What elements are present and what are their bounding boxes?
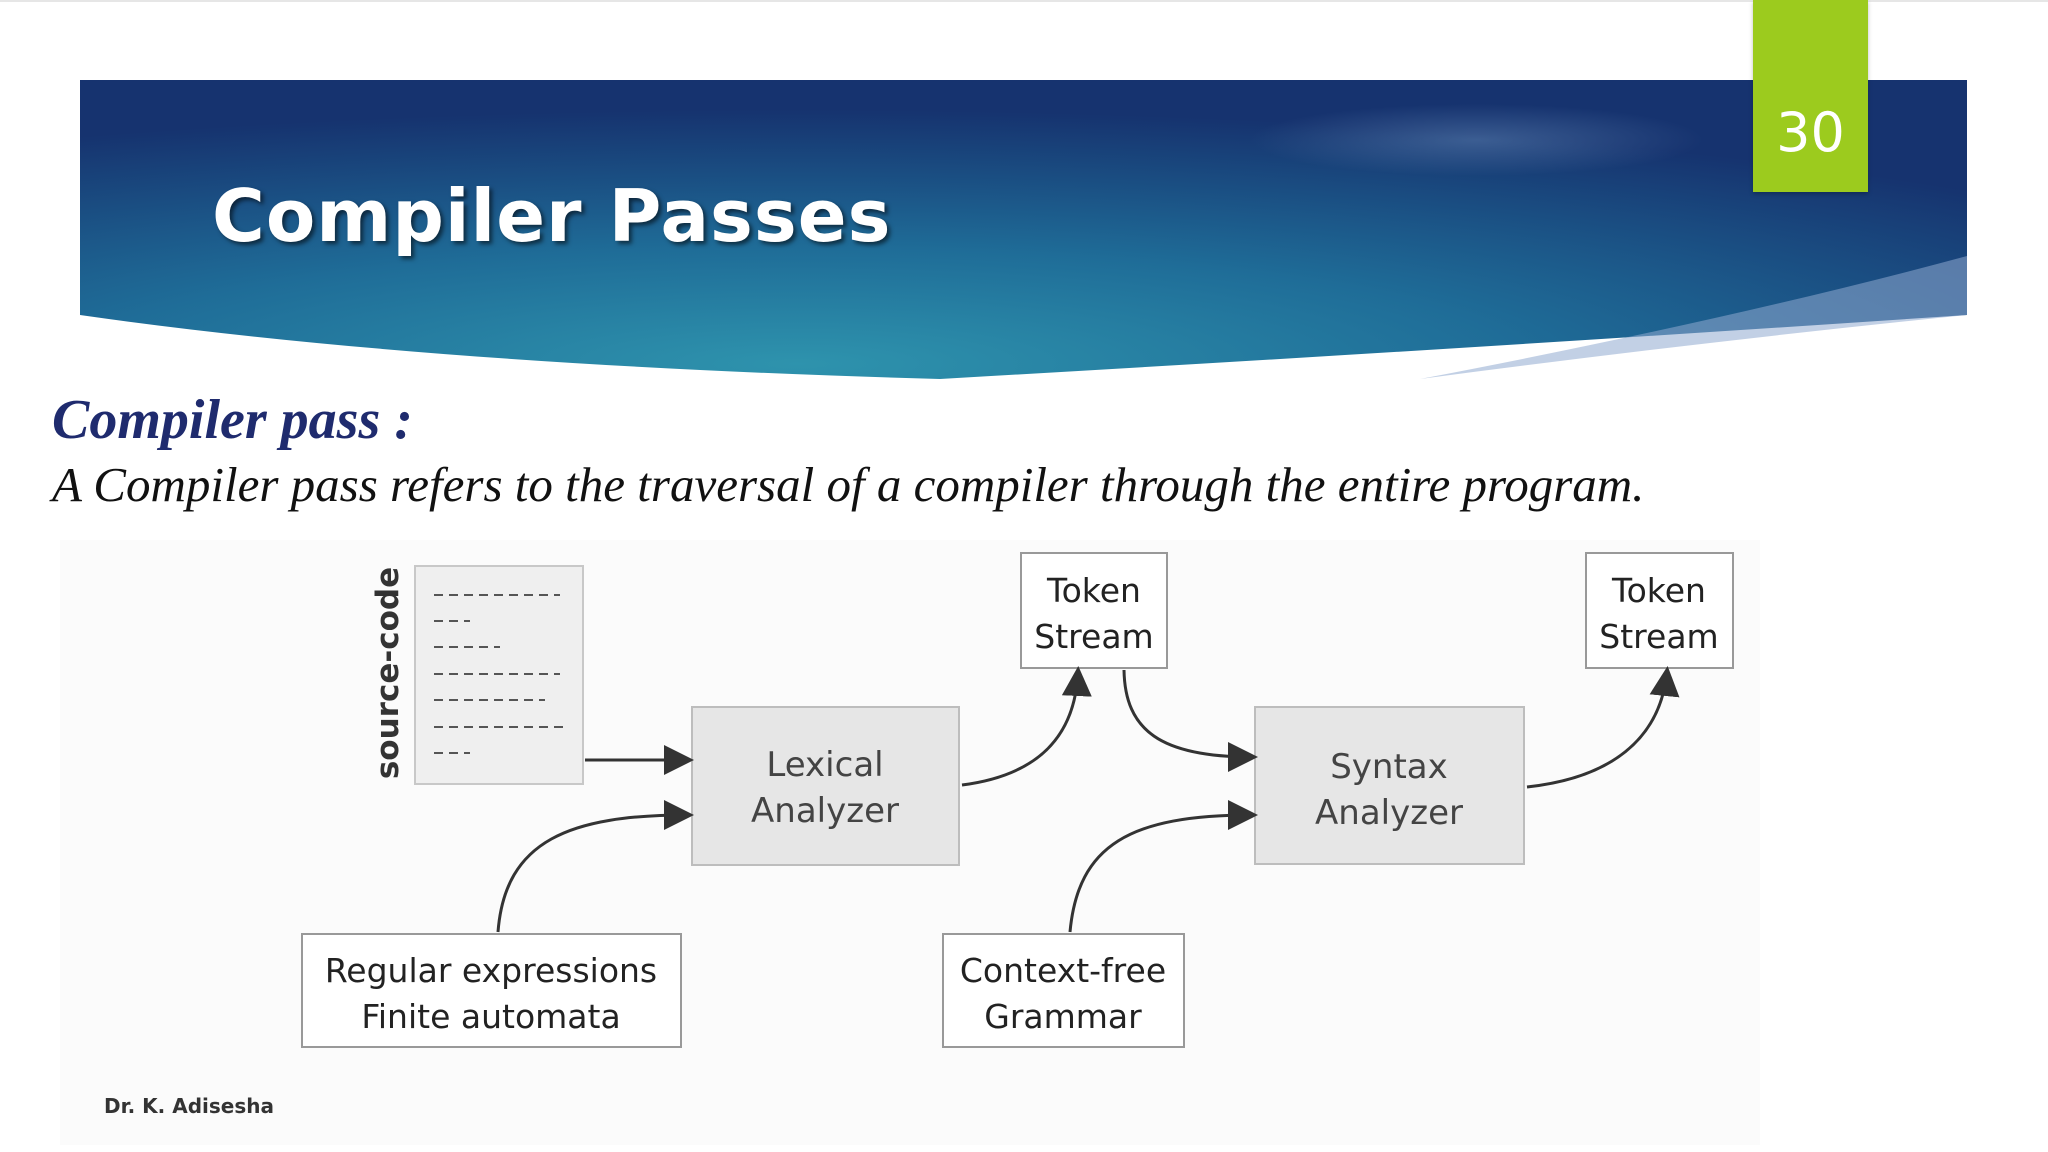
lexical-analyzer-box: Lexical Analyzer [691, 706, 960, 866]
regex-automata-box: Regular expressions Finite automata [301, 933, 682, 1048]
syntax-analyzer-line1: Syntax [1330, 747, 1448, 787]
code-lines [434, 594, 565, 754]
token-stream-2-line2: Stream [1599, 617, 1718, 656]
context-free-grammar-box: Context-free Grammar [942, 933, 1185, 1048]
lexical-analyzer-line2: Analyzer [751, 791, 899, 831]
arrow-lexical-to-token1 [961, 666, 1092, 787]
arrow-syntax-to-token2 [1526, 666, 1680, 789]
source-code-label: source-code [370, 567, 406, 779]
cfg-line2: Grammar [984, 997, 1142, 1036]
footer-author: Dr. K. Adisesha [104, 1094, 274, 1118]
title-banner [80, 80, 1967, 380]
token-stream-1-line2: Stream [1034, 617, 1153, 656]
slide-title: Compiler Passes [212, 174, 892, 258]
token-stream-box-2: Token Stream [1585, 552, 1734, 669]
section-heading: Compiler pass : [52, 389, 413, 451]
arrow-token1-to-syntax [1122, 669, 1258, 772]
cfg-line1: Context-free [960, 951, 1166, 990]
definition-text: A Compiler pass refers to the traversal … [52, 457, 1645, 512]
source-code-document: source-code [370, 565, 584, 785]
lexical-analyzer-line1: Lexical [766, 745, 883, 785]
arrow-regex-to-lexical [496, 800, 694, 933]
regex-line2: Finite automata [361, 997, 620, 1036]
token-stream-1-line1: Token [1046, 571, 1141, 610]
regex-line1: Regular expressions [325, 951, 657, 990]
syntax-analyzer-box: Syntax Analyzer [1254, 706, 1525, 865]
page-number: 30 [1753, 0, 1868, 192]
token-stream-2-line1: Token [1611, 571, 1706, 610]
token-stream-box-1: Token Stream [1020, 552, 1168, 669]
syntax-analyzer-line2: Analyzer [1315, 793, 1463, 833]
top-divider [0, 0, 2048, 2]
arrow-cfg-to-syntax [1068, 800, 1258, 933]
